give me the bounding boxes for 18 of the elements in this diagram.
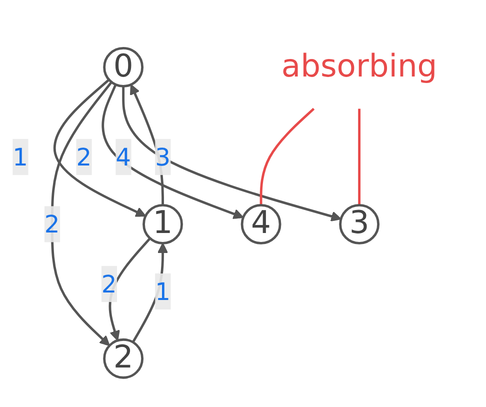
edge-label: 1: [155, 276, 170, 306]
edge-label: 2: [101, 269, 117, 298]
connector: [260, 108, 315, 205]
edge-label: 2: [76, 142, 92, 172]
edge-label: 1: [12, 142, 28, 172]
node-text: absorbing: [281, 48, 438, 84]
connector: [358, 108, 360, 205]
node-circle: 2: [103, 338, 144, 378]
node-circle: 4: [240, 204, 282, 244]
arrow: [50, 80, 112, 346]
arrow: [122, 86, 342, 222]
edge-label: 4: [116, 142, 131, 172]
node-circle: 3: [339, 204, 380, 244]
node-circle: 0: [103, 46, 144, 88]
edge-label: 3: [155, 142, 170, 172]
edge-label: 2: [44, 209, 60, 238]
node-circle: 1: [142, 204, 183, 244]
arrow: [53, 78, 146, 216]
